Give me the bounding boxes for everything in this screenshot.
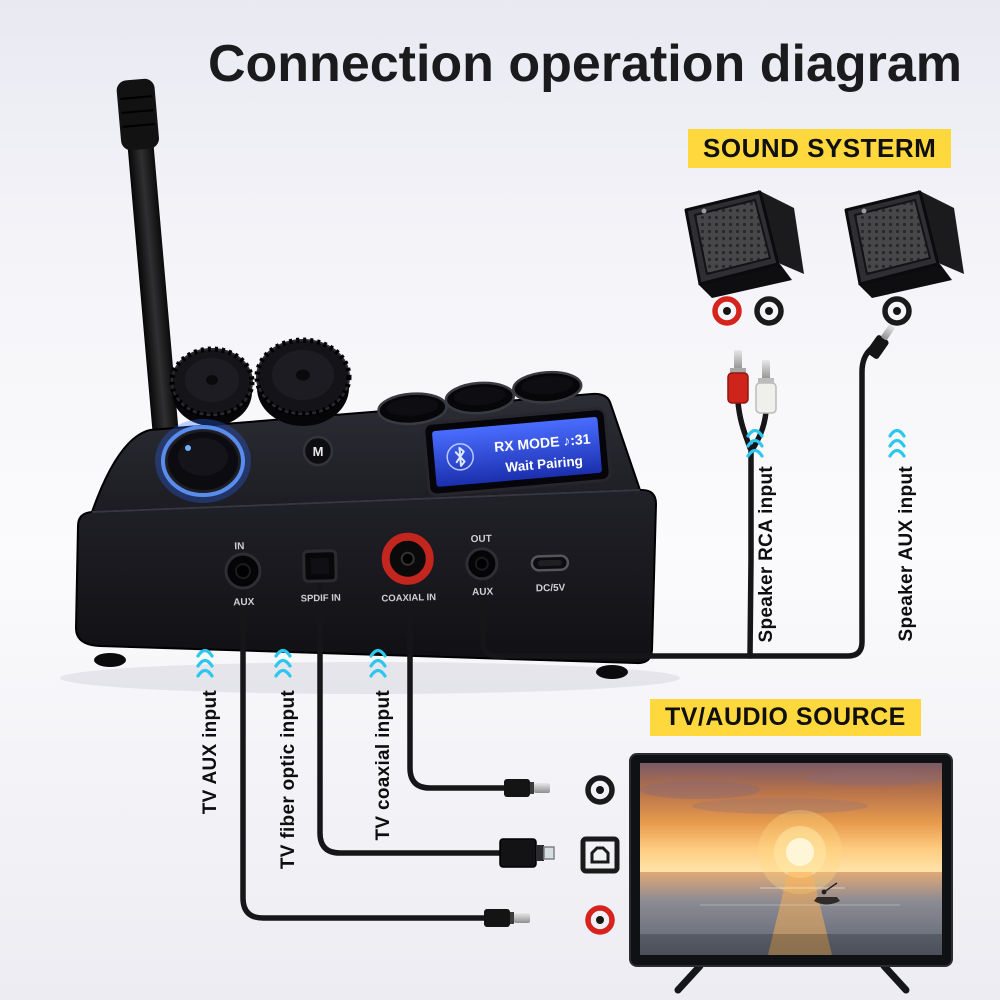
rca-plug-white (755, 360, 777, 414)
tv-aux-plug (484, 909, 530, 927)
speaker-aux-cable (480, 339, 883, 659)
mode-button-label: M (313, 444, 324, 459)
tv-aux-cable (240, 583, 487, 921)
aux-in-label: AUX (233, 597, 255, 609)
tv-aux-input-label: TV AUX input (200, 690, 221, 815)
aux-jack-icon (885, 299, 909, 323)
knob-1 (169, 346, 255, 426)
rca-jack-red-icon (715, 299, 739, 323)
boat-silhouette (814, 897, 840, 905)
mode-button: M (302, 435, 334, 467)
left-speaker (684, 188, 806, 300)
aux-plug-up (866, 324, 895, 359)
device-shadow (60, 662, 680, 694)
signal-direction-arrows-icon (888, 428, 906, 458)
page-title: Connection operation diagram (207, 35, 963, 93)
knob-2 (254, 337, 352, 426)
aux-red-jack-icon (588, 908, 612, 932)
aux-in-top-label: IN (234, 541, 244, 552)
tv-fiber-optic-input-label: TV fiber optic input (278, 690, 299, 870)
speaker-rca-input-label: Speaker RCA input (756, 466, 777, 643)
aux-out-top-label: OUT (471, 534, 492, 546)
lcd-display: RX MODE ♪:31 Wait Pairing (422, 407, 612, 497)
rca-plug-red (727, 350, 749, 404)
tv-coax-cable (407, 585, 507, 791)
rca-red-lead (735, 399, 753, 451)
coaxial-jack-icon (588, 778, 612, 802)
coaxial-plug (504, 779, 550, 797)
display-status-line: Wait Pairing (505, 453, 584, 475)
optical-jack-icon (580, 836, 620, 874)
tv-coaxial-input-label: TV coaxial input (373, 690, 394, 841)
aux-out-label: AUX (472, 587, 494, 599)
speaker-aux-input-label: Speaker AUX input (896, 466, 917, 642)
volume-knob-blue-ring (155, 419, 251, 503)
coaxial-label: COAXIAL IN (381, 592, 436, 604)
pill-buttons (377, 370, 583, 426)
sound-system-badge: SOUND SYSTERM (688, 129, 952, 168)
tv-screen (640, 763, 942, 955)
cables (240, 339, 883, 921)
tv-audio-source-badge: TV/AUDIO SOURCE (650, 699, 921, 736)
tv (629, 753, 953, 994)
device-controls: M RX MODE ♪:31 Wait Pairing (155, 337, 612, 503)
device-ports: IN AUX SPDIF IN COAXIAL IN OUT AUX DC/5V (224, 532, 570, 609)
tv-leg-right (880, 962, 910, 994)
rca-merged-cable (747, 445, 754, 659)
rca-jack-white-icon (757, 299, 781, 323)
power-label: DC/5V (536, 583, 566, 595)
bluetooth-icon (446, 443, 474, 471)
spdif-label: SPDIF IN (301, 593, 342, 605)
tv-fiber-cable (317, 577, 503, 856)
toslink-plug (499, 838, 555, 868)
right-speaker (844, 188, 966, 300)
tv-leg-left (674, 962, 704, 994)
